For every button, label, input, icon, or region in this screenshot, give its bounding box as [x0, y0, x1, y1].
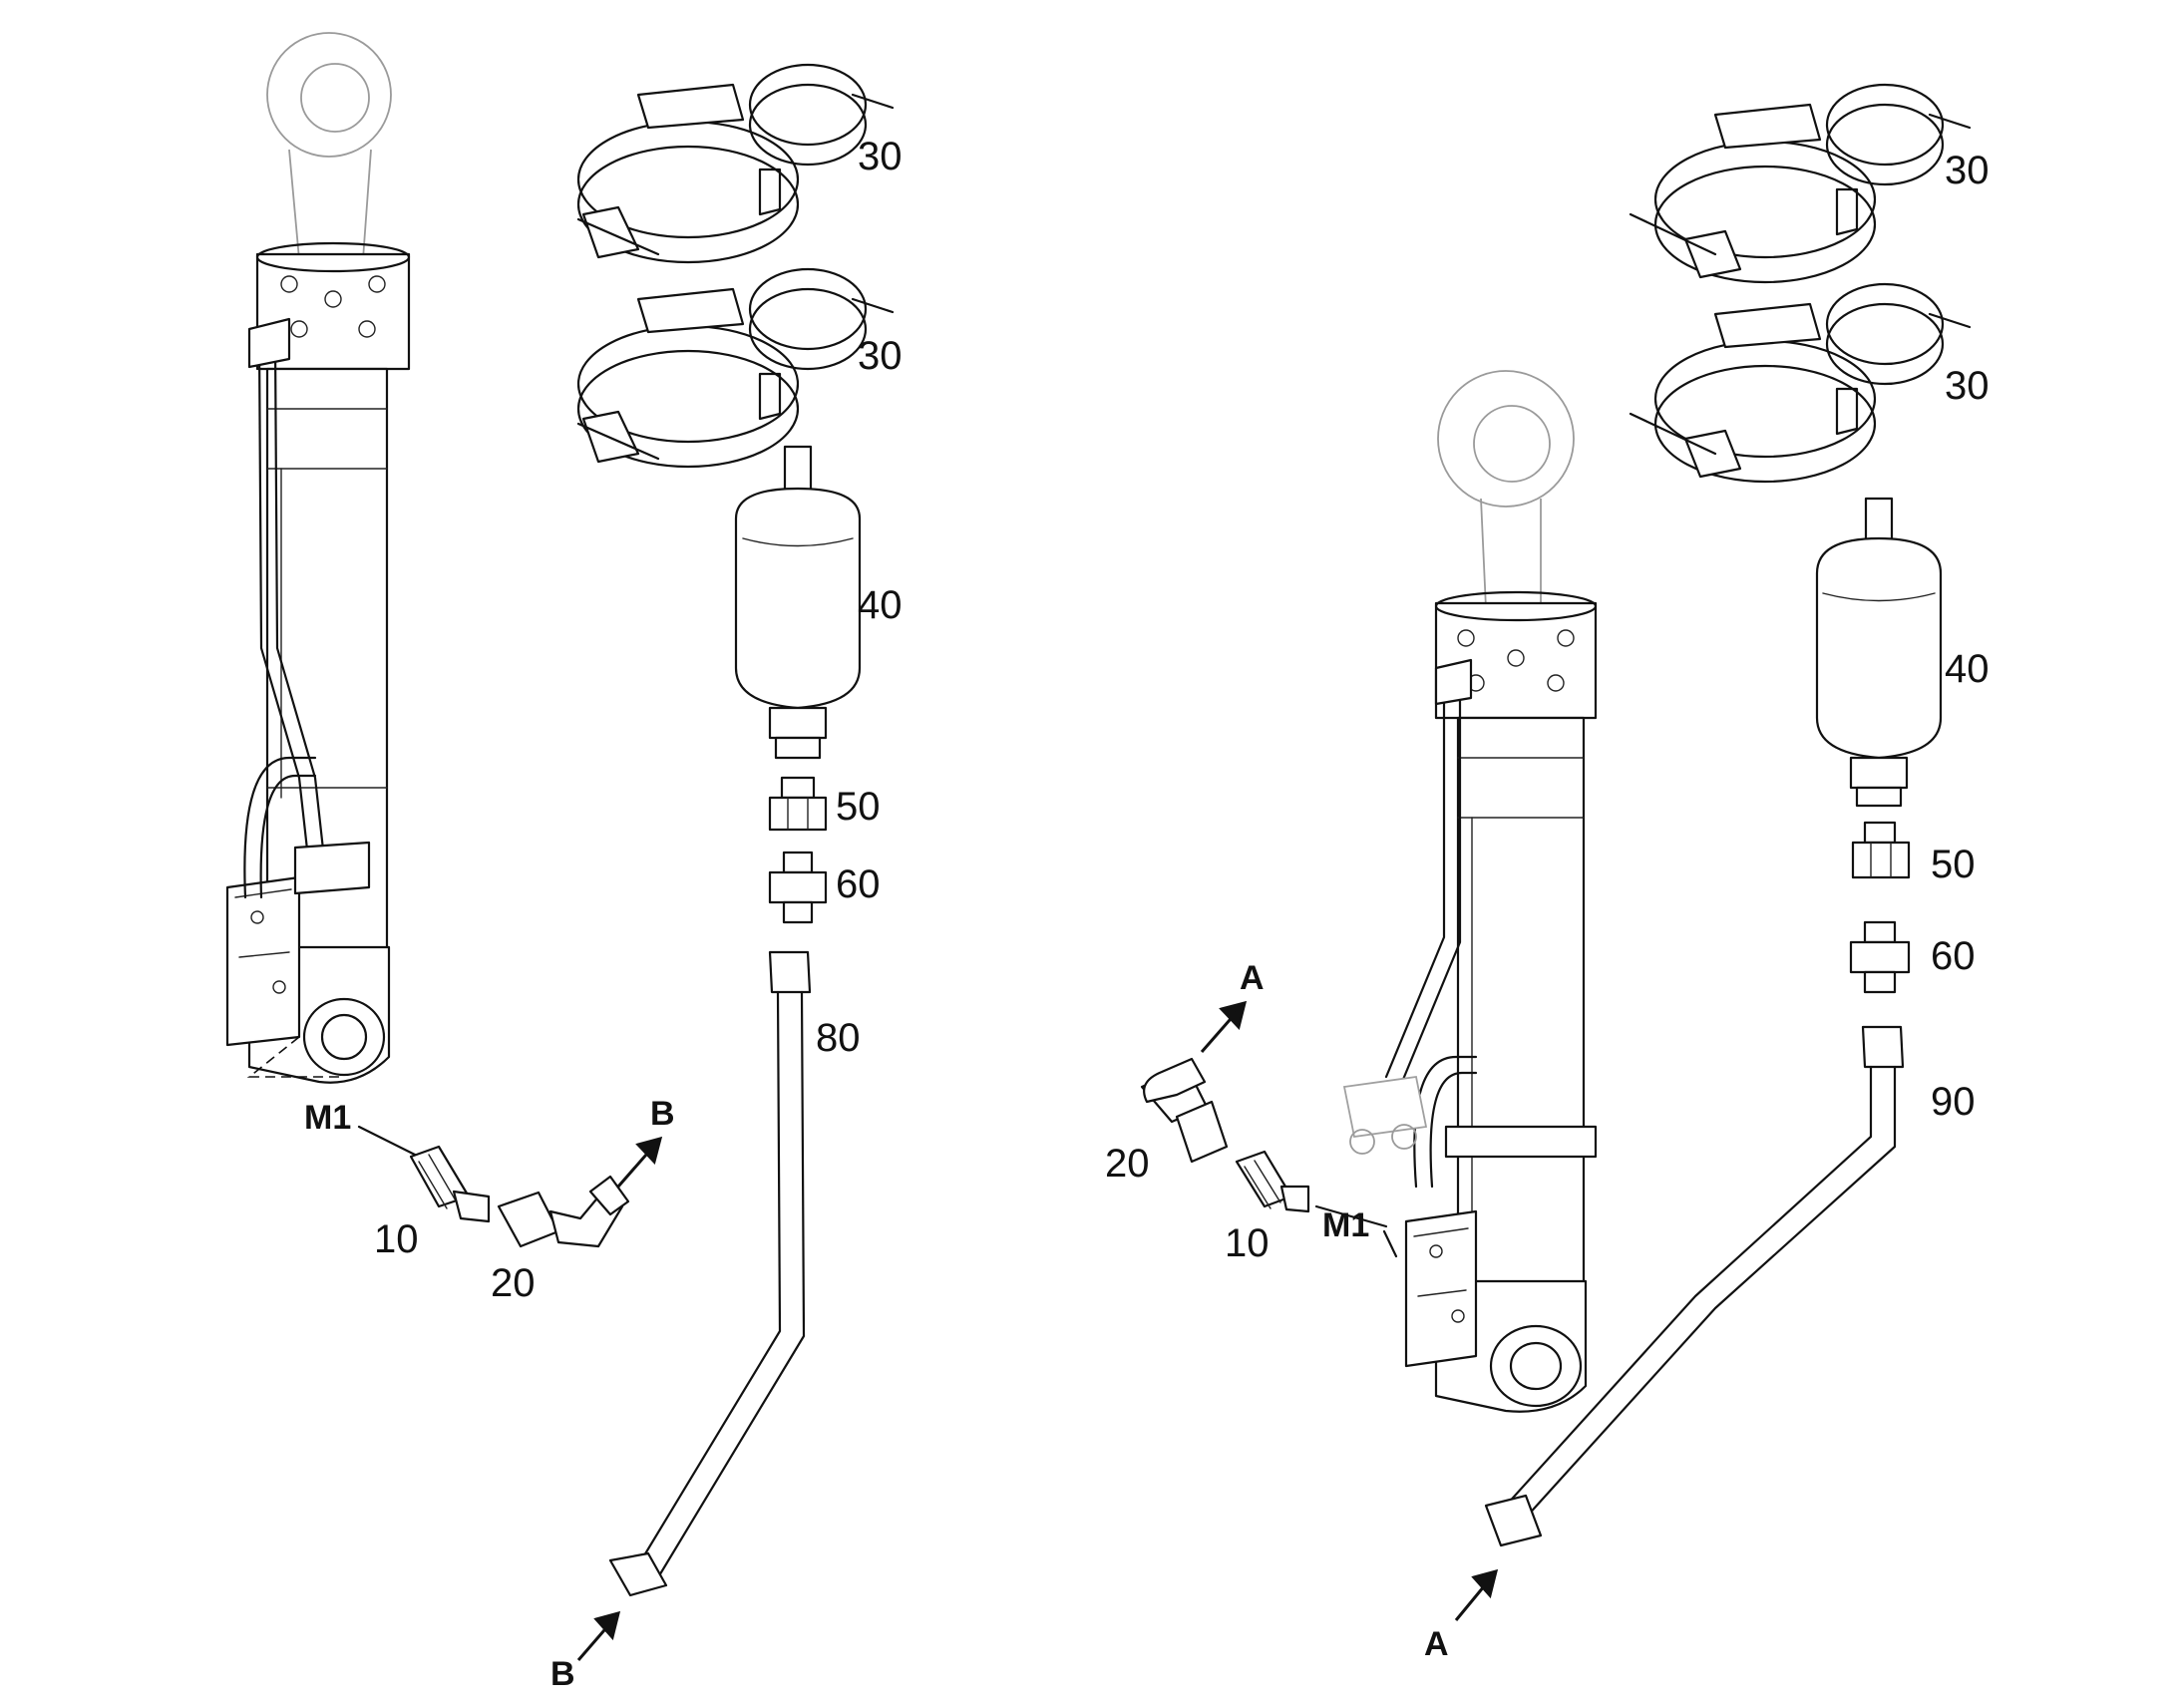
right-accumulator [1815, 497, 1943, 808]
right-label-pipe: 90 [1931, 1080, 1976, 1124]
left-label-accumulator: 40 [858, 583, 903, 627]
left-label-elbow: 20 [491, 1261, 536, 1305]
right-label-accumulator: 40 [1945, 647, 1990, 691]
left-elbow [497, 1175, 630, 1248]
left-nipple [768, 776, 828, 832]
left-hydraulic-cylinder [225, 32, 411, 1084]
left-clamp-upper [576, 63, 895, 264]
left-label-port: M1 [304, 1099, 351, 1137]
left-arrow-up [616, 1136, 663, 1188]
right-label-port: M1 [1322, 1206, 1369, 1244]
right-label-elbow: 20 [1105, 1142, 1150, 1186]
right-arrow-down [1454, 1568, 1499, 1621]
right-elbow [1140, 1057, 1229, 1164]
left-label-adapter: 60 [836, 862, 881, 906]
right-view: 30 30 40 50 60 90 10 20 M1 A A [1105, 83, 1990, 1663]
left-label-conn-top: B [650, 1095, 675, 1133]
right-label-fitting: 10 [1225, 1221, 1270, 1265]
right-clamp-upper [1629, 83, 1972, 284]
right-nipple [1851, 821, 1911, 879]
left-adapter [768, 851, 828, 924]
left-label-clamp-b: 30 [858, 334, 903, 378]
left-label-conn-bottom: B [550, 1655, 575, 1693]
right-label-nipple: 50 [1931, 843, 1976, 886]
left-label-pipe: 80 [816, 1016, 861, 1060]
left-pipe [608, 950, 812, 1597]
left-view: 30 30 40 50 60 80 10 20 M1 B B [225, 32, 903, 1693]
left-fitting [357, 1125, 491, 1223]
left-accumulator [734, 445, 862, 760]
right-hydraulic-cylinder [1342, 370, 1598, 1413]
right-adapter [1849, 920, 1911, 994]
right-label-adapter: 60 [1931, 934, 1976, 978]
right-label-conn-bottom: A [1424, 1625, 1449, 1663]
right-clamp-lower [1629, 282, 1972, 484]
left-label-nipple: 50 [836, 785, 881, 829]
right-label-clamp-a: 30 [1945, 149, 1990, 192]
left-label-clamp-a: 30 [858, 135, 903, 178]
right-fitting [1235, 1150, 1398, 1258]
right-arrow-up [1200, 1000, 1248, 1053]
left-label-fitting: 10 [374, 1217, 419, 1261]
right-label-clamp-b: 30 [1945, 364, 1990, 408]
right-pipe [1484, 1025, 1905, 1547]
left-arrow-down [576, 1610, 621, 1661]
right-label-conn-top: A [1240, 959, 1265, 997]
left-clamp-lower [576, 267, 895, 469]
